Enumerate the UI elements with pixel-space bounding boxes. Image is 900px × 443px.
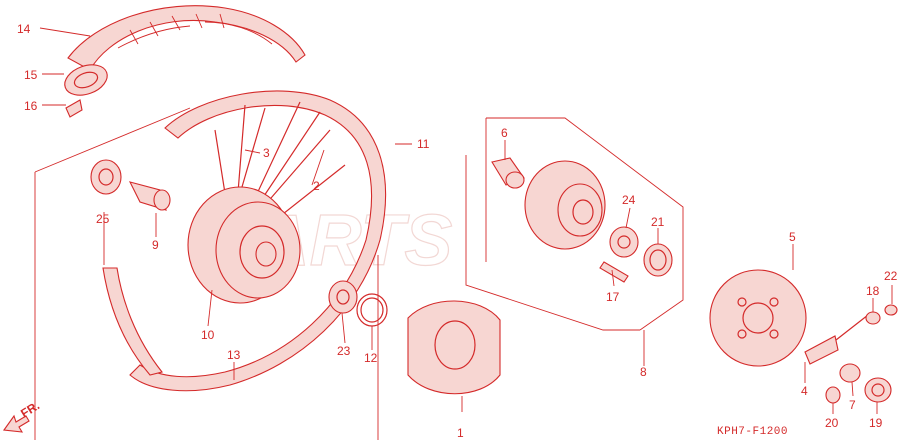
- tire-part: [67, 5, 306, 71]
- nut-19-part: [864, 377, 892, 403]
- callout-2: 2: [313, 179, 320, 193]
- callout-5: 5: [789, 230, 796, 244]
- callout-20: 20: [825, 416, 839, 430]
- assembly-frame-lines: [34, 107, 684, 440]
- callout-22: 22: [884, 269, 898, 283]
- callout-23: 23: [337, 344, 351, 358]
- callout-8: 8: [640, 365, 647, 379]
- callout-11: 11: [417, 137, 430, 151]
- callout-labels: 14 15 16 3 2 11 25 9 10 23 12 13 1 6 24 …: [17, 22, 898, 440]
- distance-collar-part: [128, 181, 171, 211]
- nut-20-part: [825, 386, 841, 404]
- callout-19: 19: [869, 416, 883, 430]
- callout-15: 15: [24, 68, 38, 82]
- callout-7: 7: [849, 398, 856, 412]
- bearing-24-part: [609, 226, 639, 258]
- callout-18: 18: [866, 284, 880, 298]
- nut-22-part: [884, 304, 898, 316]
- chain-adjuster-part: [804, 314, 869, 365]
- leader-lines: [39, 27, 893, 414]
- sprocket-part: [709, 269, 807, 367]
- rim-band-part: [65, 99, 83, 118]
- sprocket-flange-part: [524, 160, 606, 250]
- bearing-25-part: [90, 159, 122, 195]
- callout-25: 25: [96, 212, 110, 226]
- o-ring-part: [356, 293, 388, 327]
- collar-7-part: [839, 363, 861, 383]
- direction-label: FR.: [18, 398, 42, 420]
- callout-12: 12: [364, 351, 378, 365]
- callout-17: 17: [606, 290, 620, 304]
- callout-9: 9: [152, 238, 159, 252]
- hub-part: [187, 186, 301, 304]
- collar-6-part: [491, 157, 525, 189]
- tube-part: [64, 64, 108, 96]
- callout-10: 10: [201, 328, 215, 342]
- stud-bolt-part: [599, 261, 629, 283]
- oil-seal-part: [643, 243, 673, 277]
- callout-24: 24: [622, 193, 636, 207]
- callout-1: 1: [457, 426, 464, 440]
- callout-3: 3: [263, 146, 270, 160]
- direction-arrow: FR.: [3, 398, 42, 433]
- nut-18-part: [865, 311, 881, 325]
- diagram-code: KPH7-F1200: [717, 426, 788, 438]
- callout-6: 6: [501, 126, 508, 140]
- callout-13: 13: [227, 348, 241, 362]
- rim-part: [102, 90, 387, 392]
- bearing-23-part: [328, 280, 358, 314]
- callout-16: 16: [24, 99, 38, 113]
- callout-4: 4: [801, 384, 808, 398]
- callout-21: 21: [651, 215, 665, 229]
- callout-14: 14: [17, 22, 31, 36]
- damper-rubber-part: [407, 300, 501, 395]
